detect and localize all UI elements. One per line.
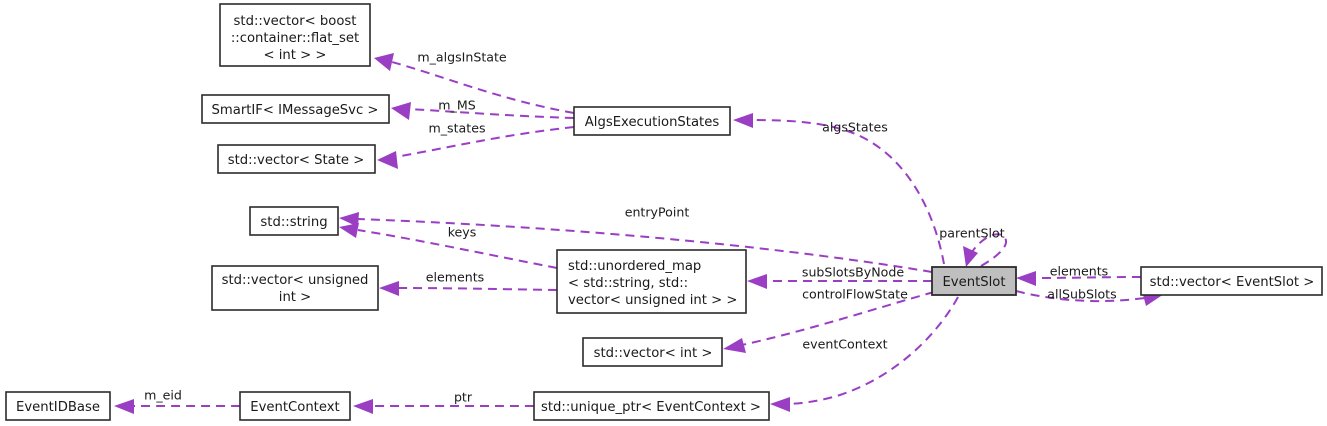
edge-arrowhead <box>377 151 398 169</box>
edge-label: elements <box>1050 264 1109 279</box>
edge-arrowhead <box>723 338 746 353</box>
node-box[interactable] <box>931 266 1017 296</box>
edge-arrowhead <box>963 246 978 267</box>
edge-subSlotsByNode: subSlotsByNode <box>747 265 932 289</box>
edge-arrowhead <box>374 53 394 71</box>
edge-label: elements <box>426 270 485 285</box>
edge-line <box>751 119 945 265</box>
edge-m-eid: m_eid <box>114 388 240 414</box>
edge-label: allSubSlots <box>1047 287 1116 302</box>
edge-label: parentSlot <box>939 226 1004 241</box>
edge-arrowhead <box>339 212 359 227</box>
node-box[interactable] <box>1140 266 1323 296</box>
node-event-id-base[interactable]: EventIDBase <box>5 391 111 421</box>
node-box[interactable] <box>217 144 376 174</box>
node-box[interactable] <box>239 391 351 421</box>
node-box[interactable] <box>533 391 770 421</box>
edge-label: controlFlowState <box>802 287 908 302</box>
node-label-line: std::vector< boost <box>234 14 357 29</box>
edge-line <box>1015 290 1146 303</box>
node-box[interactable] <box>211 265 379 311</box>
node-label-line: std::unordered_map <box>568 259 701 274</box>
node-label-line: std::vector< State > <box>228 153 365 168</box>
edge-m-states: m_states <box>377 121 575 169</box>
edge-label: algsStates <box>822 120 888 135</box>
edge-label: keys <box>448 225 477 240</box>
edge-m-MS: m_MS <box>391 98 575 120</box>
edge-keys: keys <box>339 223 558 269</box>
edge-m-algsInState: m_algsInState <box>374 50 575 114</box>
node-box[interactable] <box>201 94 390 124</box>
node-event-context[interactable]: EventContext <box>239 391 351 421</box>
edge-entryPoint: entryPoint <box>339 205 933 273</box>
node-box[interactable] <box>582 337 723 367</box>
node-box[interactable] <box>249 206 339 236</box>
node-std-string[interactable]: std::string <box>249 206 339 236</box>
edge-controlFlowState: controlFlowState <box>723 287 935 353</box>
node-box[interactable] <box>5 391 111 421</box>
node-label-line: EventIDBase <box>16 400 100 415</box>
edge-label: m_states <box>428 121 485 136</box>
node-label-line: < int > > <box>264 48 327 63</box>
node-label-line: std::string <box>260 215 327 230</box>
edge-arrowhead <box>747 274 767 289</box>
node-label-line: < std::string, std:: <box>568 276 688 291</box>
node-label-line: EventSlot <box>942 275 1005 290</box>
edge-line <box>788 296 959 405</box>
node-unique-ptr-event-context[interactable]: std::unique_ptr< EventContext > <box>533 391 770 421</box>
edge-line <box>391 61 575 114</box>
node-label-line: ::container::flat_set <box>231 31 359 46</box>
edge-line <box>357 218 933 273</box>
edge-label: m_MS <box>438 98 475 113</box>
edge-arrowhead <box>391 102 411 120</box>
edge-elements-event-slot: elements <box>1016 264 1142 286</box>
node-label-line: std::vector< EventSlot > <box>1150 275 1315 290</box>
edge-line <box>394 126 575 158</box>
edge-arrowhead <box>353 399 373 414</box>
node-label-line: std::unique_ptr< EventContext > <box>541 400 761 415</box>
edge-arrowhead <box>1016 271 1036 286</box>
node-box[interactable] <box>219 3 371 67</box>
edge-arrowhead <box>114 399 134 414</box>
node-label-line: std::vector< unsigned <box>222 273 369 288</box>
node-unordered-map[interactable]: std::unordered_map < std::string, std:: … <box>556 249 747 314</box>
node-label-line: AlgsExecutionStates <box>585 115 720 130</box>
edge-elements-unsigned-int: elements <box>379 270 558 296</box>
node-smartif-imessagesvc[interactable]: SmartIF< IMessageSvc > <box>201 94 390 124</box>
edge-line <box>741 291 935 346</box>
edge-line <box>971 233 1008 267</box>
edge-label: eventContext <box>802 337 887 352</box>
edge-line <box>397 287 558 291</box>
node-vector-event-slot[interactable]: std::vector< EventSlot > <box>1140 266 1323 296</box>
edge-label: ptr <box>454 390 473 405</box>
edge-parentSlot: parentSlot <box>939 226 1008 267</box>
edge-line <box>408 108 575 119</box>
node-box[interactable] <box>556 249 747 314</box>
node-label-line: SmartIF< IMessageSvc > <box>212 103 379 118</box>
edge-arrowhead <box>770 397 790 412</box>
node-box[interactable] <box>573 106 731 136</box>
node-vector-state[interactable]: std::vector< State > <box>217 144 376 174</box>
edge-algsStates: algsStates <box>733 113 945 265</box>
node-vector-int[interactable]: std::vector< int > <box>582 337 723 367</box>
edge-arrowhead <box>379 281 399 296</box>
node-vector-flat-set[interactable]: std::vector< boost ::container::flat_set… <box>219 3 371 67</box>
edge-label: m_eid <box>144 388 182 403</box>
edge-label: entryPoint <box>625 205 690 220</box>
node-label-line: EventContext <box>250 400 339 415</box>
node-label-line: int > <box>279 290 311 305</box>
node-vector-unsigned-int[interactable]: std::vector< unsigned int > <box>211 265 379 311</box>
node-label-line: std::vector< int > <box>594 346 713 361</box>
edge-eventContext: eventContext <box>770 296 959 412</box>
node-event-slot[interactable]: EventSlot <box>931 266 1017 296</box>
edge-label: m_algsInState <box>417 50 507 65</box>
edge-ptr: ptr <box>353 390 534 414</box>
edge-label: subSlotsByNode <box>802 265 904 280</box>
node-label-line: vector< unsigned int > > <box>568 293 737 308</box>
edge-line <box>1034 276 1142 279</box>
node-algs-execution-states[interactable]: AlgsExecutionStates <box>573 106 731 136</box>
edge-arrowhead <box>339 223 359 238</box>
edge-arrowhead <box>733 113 753 128</box>
